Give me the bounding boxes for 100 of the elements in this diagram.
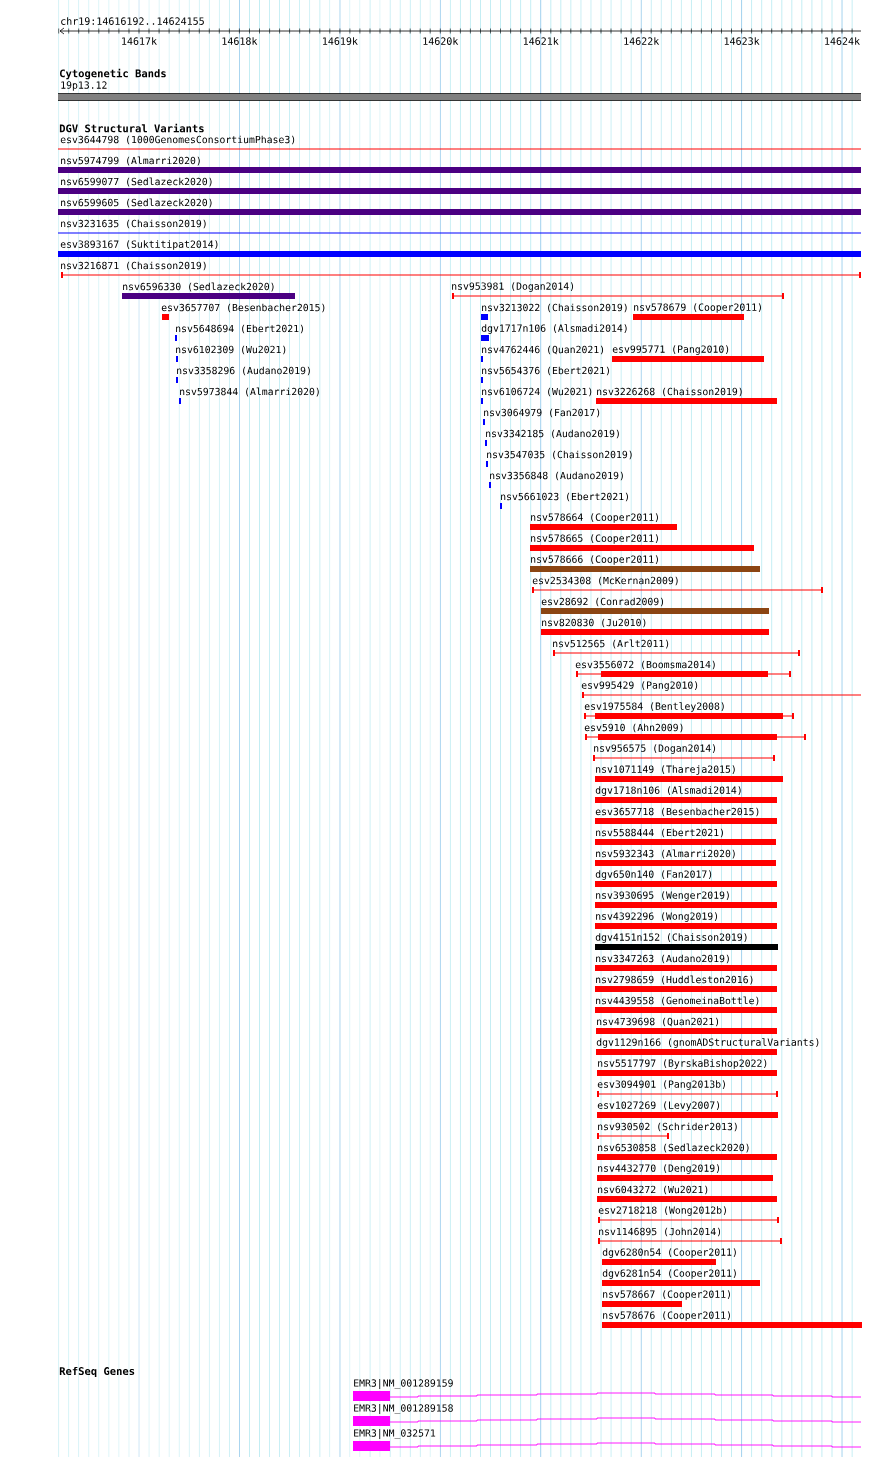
variant-bar: nsv578676 (Cooper2011)	[602, 1311, 862, 1328]
variant-bar: nsv578666 (Cooper2011)	[530, 555, 760, 572]
variant-bar: esv5910 (Ahn2009)	[584, 723, 807, 740]
variant-bar: dgv4151n152 (Chaisson2019)	[595, 933, 778, 950]
variant-bar: nsv3342185 (Audano2019)	[485, 429, 619, 446]
node-label: dgv1129n166 (gnomADStructuralVariants)	[596, 1038, 819, 1048]
node-label: esv28692 (Conrad2009)	[541, 597, 664, 607]
node-label: dgv6281n54 (Cooper2011)	[602, 1269, 736, 1279]
tick-label: 14624k	[825, 37, 860, 45]
node-label: esv5910 (Ahn2009)	[584, 723, 683, 733]
variant-bar: nsv6599077 (Sedlazeck2020)	[58, 177, 861, 194]
node-label: dgv1718n106 (Alsmadi2014)	[595, 786, 741, 796]
variant-bar: esv1975584 (Bentley2008)	[583, 702, 795, 719]
variant-bar: nsv4762446 (Quan2021)	[481, 345, 604, 362]
variant-bar: nsv5648694 (Ebert2021)	[175, 324, 303, 341]
node-label: esv3556072 (Boomsma2014)	[575, 660, 715, 670]
node-label: nsv3226268 (Chaisson2019)	[597, 387, 742, 397]
node-label: nsv3547035 (Chaisson2019)	[487, 450, 632, 460]
position-label: chr19:14616192..14624155	[61, 17, 204, 25]
variant-bar: nsv5973844 (Almarri2020)	[179, 387, 319, 404]
node-label: esv2718218 (Wong2012b)	[598, 1206, 726, 1216]
variant-bar: esv3657707 (Besenbacher2015)	[161, 303, 325, 320]
node-label: nsv4762446 (Quan2021)	[482, 345, 604, 355]
variant-bar: dgv1129n166 (gnomADStructuralVariants)	[596, 1038, 819, 1055]
variant-bar: nsv4739698 (Quan2021)	[596, 1017, 777, 1034]
gene-model: EMR3|NM_001289159	[353, 1379, 862, 1401]
node-label: esv3893167 (Suktitipat2014)	[60, 240, 218, 250]
tick-label: 14618k	[222, 37, 258, 45]
variant-bar: nsv578664 (Cooper2011)	[530, 513, 677, 530]
node-label: EMR3|NM_001289159	[354, 1379, 453, 1389]
node-label: esv995771 (Pang2010)	[612, 345, 729, 355]
variant-bar: esv3657718 (Besenbacher2015)	[595, 807, 777, 824]
variant-bar: nsv5974799 (Almarri2020)	[58, 156, 861, 173]
variant-bar: esv1027269 (Levy2007)	[597, 1101, 778, 1118]
variant-bar: esv3094901 (Pang2013b)	[596, 1080, 779, 1097]
node-label: nsv1146895 (John2014)	[599, 1227, 721, 1237]
node-label: nsv578666 (Cooper2011)	[531, 555, 658, 565]
track-heading: DGV Structural Variants	[59, 123, 204, 133]
node-label: nsv930502 (Schrider2013)	[598, 1122, 737, 1132]
node-label: nsv6043272 (Wu2021)	[598, 1185, 708, 1195]
tick-label: 14623k	[724, 37, 760, 45]
node-label: nsv2798659 (Huddleston2016)	[596, 975, 753, 985]
variant-bar: nsv4439558 (GenomeinaBottle)	[595, 996, 777, 1013]
variant-bar: esv2534308 (McKernan2009)	[531, 576, 824, 593]
node-label: nsv578667 (Cooper2011)	[603, 1290, 730, 1300]
node-label: esv3094901 (Pang2013b)	[597, 1080, 725, 1090]
node-label: esv3657707 (Besenbacher2015)	[161, 303, 325, 313]
node-label: dgv4151n152 (Chaisson2019)	[595, 933, 747, 943]
node-label: nsv956575 (Dogan2014)	[594, 744, 716, 754]
variant-bar: nsv1146895 (John2014)	[597, 1227, 783, 1244]
node-label: esv2534308 (McKernan2009)	[532, 576, 678, 586]
variant-bar: dgv6281n54 (Cooper2011)	[602, 1269, 760, 1286]
variant-bar: nsv2798659 (Huddleston2016)	[595, 975, 777, 992]
variant-bar: esv28692 (Conrad2009)	[541, 597, 769, 614]
node-label: nsv578676 (Cooper2011)	[603, 1311, 730, 1321]
tick-label: 14620k	[423, 37, 459, 45]
node-label: nsv4432770 (Deng2019)	[598, 1164, 720, 1174]
variant-bar: nsv6102309 (Wu2021)	[176, 345, 286, 362]
node-label: nsv3216871 (Chaisson2019)	[61, 261, 206, 271]
variant-bar: esv3644798 (1000GenomesConsortiumPhase3)	[57, 135, 862, 150]
node-label: EMR3|NM_032571	[354, 1429, 436, 1439]
node-label: dgv650n140 (Fan2017)	[595, 870, 712, 880]
node-label: nsv5932343 (Almarri2020)	[596, 849, 735, 859]
node-label: esv3657718 (Besenbacher2015)	[595, 807, 759, 817]
variant-bar: nsv3064979 (Fan2017)	[483, 408, 600, 425]
variant-bar: nsv820830 (Ju2010)	[541, 618, 769, 635]
variant-bar: nsv4432770 (Deng2019)	[597, 1164, 773, 1181]
variant-bar: nsv1071149 (Thareja2015)	[595, 765, 783, 782]
tick-label: 14621k	[523, 37, 559, 45]
variant-bar: nsv512565 (Arlt2011)	[552, 639, 801, 656]
variant-bar: dgv6280n54 (Cooper2011)	[602, 1248, 736, 1265]
tick-label: 14617k	[122, 37, 157, 45]
node-label: nsv4739698 (Quan2021)	[597, 1017, 719, 1027]
gene-model: EMR3|NM_032571	[353, 1429, 862, 1451]
node-label: 19p13.12	[61, 81, 107, 91]
variant-bar: nsv3213022 (Chaisson2019)	[481, 303, 627, 320]
node-label: nsv953981 (Dogan2014)	[452, 282, 574, 292]
node-label: nsv4439558 (GenomeinaBottle)	[596, 996, 759, 1006]
variant-bar: nsv3930695 (Wenger2019)	[595, 891, 777, 908]
node-label: nsv5654376 (Ebert2021)	[482, 366, 609, 376]
variant-bar: nsv5932343 (Almarri2020)	[595, 849, 776, 866]
node-label: nsv6530858 (Sedlazeck2020)	[598, 1143, 749, 1153]
node-label: nsv6599077 (Sedlazeck2020)	[61, 177, 212, 187]
node-label: nsv5974799 (Almarri2020)	[61, 156, 200, 166]
node-label: nsv5973844 (Almarri2020)	[180, 387, 319, 397]
node-label: nsv3930695 (Wenger2019)	[596, 891, 729, 901]
node-label: nsv3213022 (Chaisson2019)	[482, 303, 627, 313]
variant-bar: dgv1717n106 (Alsmadi2014)	[481, 324, 627, 341]
variant-bar: esv3556072 (Boomsma2014)	[575, 660, 792, 677]
node-label: nsv6596330 (Sedlazeck2020)	[123, 282, 274, 292]
variant-bar: nsv4392296 (Wong2019)	[595, 912, 777, 929]
variant-bar: nsv3231635 (Chaisson2019)	[57, 219, 862, 234]
node-label: nsv6106724 (Wu2021)	[482, 387, 592, 397]
variant-bar: nsv6106724 (Wu2021)	[481, 387, 592, 404]
variant-bar: esv2718218 (Wong2012b)	[597, 1206, 780, 1223]
node-label: nsv5588444 (Ebert2021)	[596, 828, 723, 838]
node-label: dgv6280n54 (Cooper2011)	[602, 1248, 736, 1258]
node-label: nsv820830 (Ju2010)	[542, 618, 646, 628]
node-label: nsv578664 (Cooper2011)	[531, 513, 658, 523]
node-label: nsv578665 (Cooper2011)	[531, 534, 658, 544]
